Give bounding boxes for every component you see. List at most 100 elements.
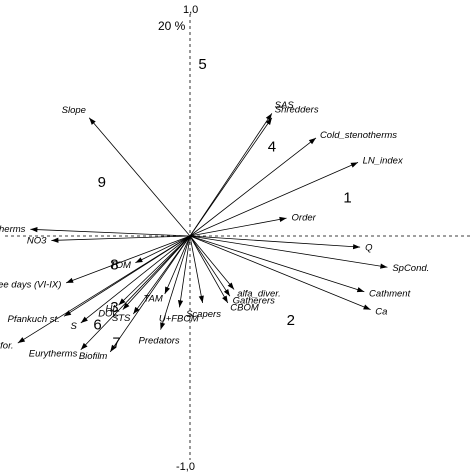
vector-doc: DOC	[98, 235, 191, 319]
vector-line	[189, 235, 231, 297]
vector-line	[118, 235, 191, 306]
vector-label: Cathment	[369, 288, 411, 299]
vectors-layer: SASShreddersCold_stenothermsLN_indexOrde…	[0, 100, 429, 362]
region-label-9: 9	[98, 174, 106, 191]
vector-arrowhead	[223, 288, 230, 297]
vector-label: Order	[292, 212, 317, 223]
vector-line	[164, 235, 191, 295]
vector-label: Scapers	[186, 309, 221, 320]
vector-eurytherms: Eurytherms	[29, 235, 191, 359]
vector-line	[189, 235, 229, 304]
vector-arrowhead	[265, 113, 272, 121]
vector-label: SpCond.	[392, 263, 429, 274]
vector-label: Eurytherms	[29, 348, 78, 359]
vector-line	[65, 235, 191, 284]
vector-arrowhead	[222, 295, 228, 303]
vector-label: S	[71, 321, 78, 332]
region-label-4: 4	[268, 138, 276, 155]
vector-label: Biofilm	[79, 351, 108, 362]
vector-arrowhead	[80, 316, 88, 323]
vector-label: LN_index	[363, 155, 404, 166]
vector-arrowhead	[308, 137, 316, 145]
vector-label: DOC	[98, 308, 119, 319]
vector-arrowhead	[164, 286, 170, 294]
vector-line	[189, 235, 235, 290]
vector-arrowhead	[363, 304, 371, 310]
vector-shredders: Shredders	[189, 105, 319, 237]
vector-arrowhead	[80, 342, 88, 350]
vector-label: Mesotherms	[0, 224, 26, 235]
vector-q: Q	[189, 235, 373, 253]
vector-arrowhead	[352, 244, 361, 250]
vector-hi: HI	[106, 235, 191, 315]
vector-arrowhead	[133, 306, 140, 315]
vector-s: S	[71, 235, 191, 332]
vector-sts: STS	[112, 235, 191, 324]
vector-label: Gatherers	[233, 295, 275, 306]
vector-arrowhead	[66, 277, 74, 283]
vector-label: U+FBOM	[159, 313, 199, 324]
region-label-2: 2	[287, 312, 295, 329]
vector-cbom: CBOM	[189, 235, 259, 313]
vector-arrowhead	[279, 216, 287, 222]
vector-slope: Slope	[62, 105, 191, 237]
vector-line	[30, 228, 191, 237]
vector-line	[189, 117, 273, 237]
vector-label: Shredders	[275, 105, 319, 116]
vector-arrowhead	[64, 310, 72, 317]
vector-biofilm: Biofilm	[79, 235, 191, 362]
vector-cathment: Cathment	[189, 235, 411, 299]
vector-ln-index: LN_index	[189, 155, 404, 237]
vector-label: TAM	[143, 294, 162, 305]
vector-line	[88, 117, 191, 237]
vector-predators: Predators	[139, 235, 191, 346]
vector-label: Pfankuch st.	[8, 314, 60, 325]
vector-arrowhead	[118, 298, 126, 306]
vector-label: TOM	[110, 260, 131, 271]
vector-for: for.	[0, 235, 191, 352]
vector-order: Order	[189, 212, 317, 237]
vector-line	[189, 235, 388, 268]
vector-arrowhead	[356, 287, 365, 293]
vector-arrowhead	[135, 257, 143, 263]
vector-line	[17, 235, 191, 344]
vector-arrowhead	[30, 227, 38, 233]
vector-arrowhead	[122, 302, 130, 310]
vector-arrowhead	[89, 117, 96, 125]
vector-scapers: Scapers	[186, 235, 221, 320]
vector-gatherers: Gatherers	[189, 235, 275, 306]
vector-line	[189, 235, 203, 303]
vector-arrowhead	[160, 322, 166, 330]
region-label-3: 3	[110, 299, 118, 316]
vector-line	[189, 235, 361, 248]
vector-sas: SAS	[189, 100, 295, 237]
vector-label: NO3	[27, 236, 47, 247]
vector-tam: TAM	[143, 235, 191, 305]
vector-label: STS	[112, 313, 131, 324]
vector-label: for.	[0, 341, 13, 352]
vector-cold-stenotherms: Cold_stenotherms	[189, 130, 397, 237]
region-label-1: 1	[343, 190, 351, 207]
vector-no3: NO3	[27, 235, 191, 247]
vector-arrowhead	[17, 337, 26, 344]
vector-arrowhead	[227, 282, 235, 290]
vector-line	[189, 137, 317, 237]
vector-label: SAS	[275, 100, 295, 111]
vector-line	[80, 235, 191, 324]
vector-mesotherms: Mesotherms	[0, 224, 191, 237]
vector-label: Cold_stenotherms	[320, 130, 397, 141]
vector-line	[160, 235, 191, 330]
vector-line	[179, 235, 191, 308]
vector-ca: Ca	[189, 235, 387, 317]
vector-arrowhead	[198, 295, 204, 303]
vector-line	[189, 113, 273, 237]
vector-alfa-diver: alfa_diver.	[189, 235, 281, 299]
vector-spcond: SpCond.	[189, 235, 429, 274]
vector-line	[109, 235, 191, 353]
vector-arrowhead	[265, 117, 272, 126]
vector-label: alfa_diver.	[237, 288, 280, 299]
vector-arrowhead	[177, 300, 184, 308]
region-label-7: 7	[112, 335, 120, 352]
vector-arrowhead	[350, 162, 358, 168]
